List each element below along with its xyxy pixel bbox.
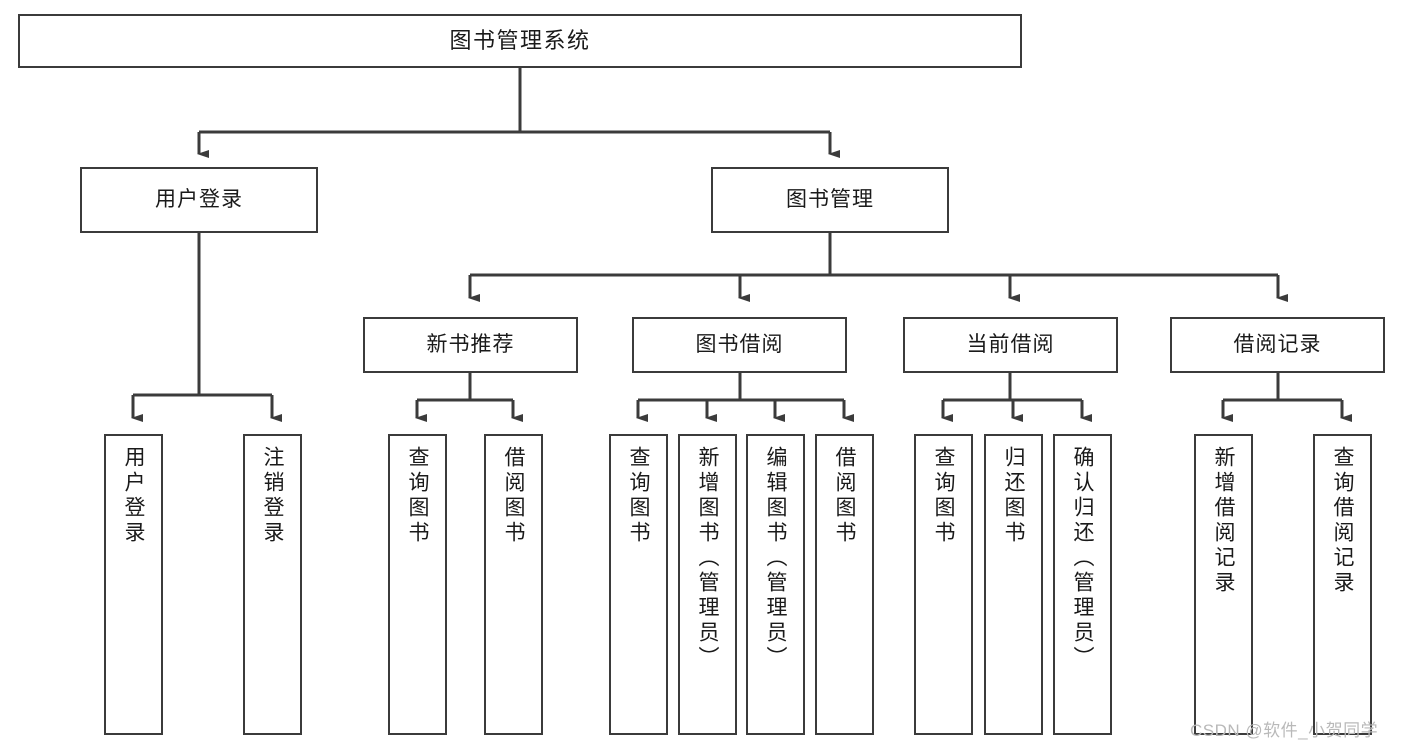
leaf-query-record[interactable]: 查询借阅记录	[1313, 434, 1372, 735]
node-current-borrow-label: 当前借阅	[966, 332, 1055, 356]
node-borrow-record-label: 借阅记录	[1233, 332, 1322, 356]
node-book-borrow-label: 图书借阅	[695, 332, 784, 356]
leaf-user-login[interactable]: 用户登录	[104, 434, 163, 735]
leaf-return-book-label: 归还图书	[1002, 446, 1025, 546]
node-current-borrow[interactable]: 当前借阅	[903, 317, 1118, 373]
leaf-confirm-return-label: 确认归还（管理员）	[1071, 446, 1094, 671]
leaf-return-book[interactable]: 归还图书	[984, 434, 1043, 735]
node-book-manage[interactable]: 图书管理	[711, 167, 949, 233]
node-root[interactable]: 图书管理系统	[18, 14, 1022, 68]
leaf-add-record-label: 新增借阅记录	[1212, 446, 1235, 596]
leaf-query-book-3[interactable]: 查询图书	[914, 434, 973, 735]
node-new-book-recommend-label: 新书推荐	[426, 332, 515, 356]
node-user-login-label: 用户登录	[155, 187, 243, 211]
leaf-edit-book[interactable]: 编辑图书（管理员）	[746, 434, 805, 735]
csdn-watermark: CSDN @软件_小贺同学	[1190, 721, 1379, 740]
leaf-query-book-2[interactable]: 查询图书	[609, 434, 668, 735]
node-book-manage-label: 图书管理	[786, 187, 874, 211]
leaf-borrow-book-2-label: 借阅图书	[833, 446, 856, 546]
leaf-confirm-return[interactable]: 确认归还（管理员）	[1053, 434, 1112, 735]
leaf-query-record-label: 查询借阅记录	[1331, 446, 1354, 596]
node-root-label: 图书管理系统	[449, 28, 591, 54]
leaf-borrow-book-2[interactable]: 借阅图书	[815, 434, 874, 735]
leaf-add-record[interactable]: 新增借阅记录	[1194, 434, 1253, 735]
leaf-borrow-book-1-label: 借阅图书	[502, 446, 525, 546]
leaf-add-book-label: 新增图书（管理员）	[696, 446, 719, 671]
leaf-logout-login-label: 注销登录	[261, 446, 284, 546]
leaf-add-book[interactable]: 新增图书（管理员）	[678, 434, 737, 735]
leaf-query-book-2-label: 查询图书	[627, 446, 650, 546]
leaf-user-login-label: 用户登录	[122, 446, 145, 546]
leaf-query-book-3-label: 查询图书	[932, 446, 955, 546]
node-new-book-recommend[interactable]: 新书推荐	[363, 317, 578, 373]
node-book-borrow[interactable]: 图书借阅	[632, 317, 847, 373]
node-user-login[interactable]: 用户登录	[80, 167, 318, 233]
leaf-edit-book-label: 编辑图书（管理员）	[764, 446, 787, 671]
leaf-logout-login[interactable]: 注销登录	[243, 434, 302, 735]
leaf-query-book-1-label: 查询图书	[406, 446, 429, 546]
leaf-query-book-1[interactable]: 查询图书	[388, 434, 447, 735]
node-borrow-record[interactable]: 借阅记录	[1170, 317, 1385, 373]
leaf-borrow-book-1[interactable]: 借阅图书	[484, 434, 543, 735]
